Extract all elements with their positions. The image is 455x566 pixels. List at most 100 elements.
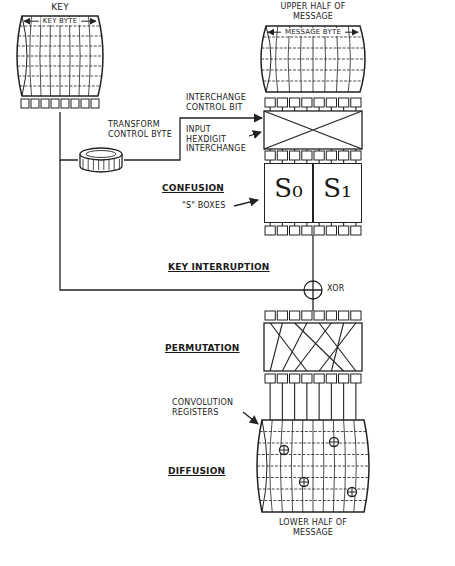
stage-heading: DIFFUSION (168, 466, 225, 477)
byte-slot (314, 151, 324, 160)
byte-slot (302, 98, 312, 107)
register-heading: KEY (51, 2, 69, 13)
register-drum (257, 420, 369, 512)
key-register: KEY KEY BYTE (12, 2, 108, 112)
data-line (312, 235, 313, 281)
data-line (306, 383, 307, 420)
byte-slot (31, 99, 39, 108)
annotation: XOR (327, 284, 344, 294)
byte-slot (326, 311, 336, 320)
permutation-wire (319, 323, 356, 371)
stage-heading: CONFUSION (162, 183, 224, 194)
byte-slot (302, 311, 312, 320)
xor-symbol (304, 281, 322, 299)
byte-slot (51, 99, 59, 108)
register-drum (261, 26, 365, 92)
byte-label: MESSAGE BYTE (283, 28, 343, 36)
byte-slot (351, 311, 361, 320)
byte-slot (290, 226, 300, 235)
byte-slot (351, 98, 361, 107)
byte-slot (302, 374, 312, 383)
byte-slot (314, 311, 324, 320)
byte-slot (339, 311, 349, 320)
byte-slot (277, 98, 287, 107)
data-line (282, 383, 283, 420)
s-box: S₀ (264, 163, 313, 223)
leader-line (234, 200, 258, 206)
register-heading: LOWER HALF OF MESSAGE (278, 518, 348, 537)
byte-slot (302, 226, 312, 235)
data-line (343, 383, 344, 420)
byte-slot (351, 226, 361, 235)
byte-slot (277, 374, 287, 383)
byte-slot (265, 98, 275, 107)
permutation-wire (295, 323, 332, 371)
stage-heading: KEY INTERRUPTION (168, 262, 270, 273)
byte-slot (326, 151, 336, 160)
byte-slot (326, 98, 336, 107)
byte-slot (91, 99, 99, 108)
leader-line (243, 412, 258, 424)
transform-control-ring: TRANSFORM CONTROL BYTE (78, 120, 178, 174)
annotation: CONVOLUTION REGISTERS (172, 398, 240, 417)
byte-slot (314, 374, 324, 383)
byte-slot (290, 151, 300, 160)
byte-slot (265, 151, 275, 160)
byte-slot (61, 99, 69, 108)
convolution-symbol (280, 438, 357, 497)
stage-heading: PERMUTATION (165, 343, 240, 354)
permutation-wire (270, 323, 282, 371)
permutation-wire (282, 323, 307, 371)
byte-slot (71, 99, 79, 108)
byte-slot (21, 99, 29, 108)
connector (60, 112, 78, 160)
byte-slot (339, 98, 349, 107)
message-register: UPPER HALF OF MESSAGE MESSAGE BYTE (250, 2, 376, 96)
xor-symbol (304, 281, 322, 299)
annotation: INTERCHANGE CONTROL BIT (186, 93, 258, 112)
byte-slot (265, 374, 275, 383)
byte-slot (290, 98, 300, 107)
sbox-symbol: S₀ (274, 175, 303, 201)
byte-slot (326, 226, 336, 235)
byte-slot (351, 374, 361, 383)
data-line (270, 383, 271, 420)
data-line (319, 383, 320, 420)
register-heading: UPPER HALF OF MESSAGE (278, 2, 348, 21)
byte-slot (265, 311, 275, 320)
byte-slot (314, 98, 324, 107)
ring-label: TRANSFORM CONTROL BYTE (108, 120, 176, 139)
data-line (294, 383, 295, 420)
data-line (355, 383, 356, 420)
annotation: "S" BOXES (182, 201, 226, 211)
byte-slot (41, 99, 49, 108)
byte-slot (277, 311, 287, 320)
byte-slot (326, 374, 336, 383)
byte-slot (265, 226, 275, 235)
byte-slot (81, 99, 89, 108)
byte-slot (351, 151, 361, 160)
annotation: INPUT HEXDIGIT INTERCHANGE (186, 125, 248, 154)
register-drum (17, 16, 103, 96)
byte-slot (302, 151, 312, 160)
sbox-symbol: S₁ (323, 175, 352, 201)
permutation-box (264, 323, 362, 371)
s-box: S₁ (313, 163, 362, 223)
byte-slot (339, 151, 349, 160)
leader-line (249, 132, 261, 136)
byte-slot (339, 374, 349, 383)
byte-slot (339, 226, 349, 235)
byte-slot (277, 226, 287, 235)
permutation-wire (295, 323, 344, 371)
byte-label: KEY BYTE (41, 17, 80, 25)
data-line (331, 383, 332, 420)
message-register: LOWER HALF OF MESSAGE (250, 420, 376, 544)
byte-slot (290, 311, 300, 320)
control-ring (80, 148, 122, 172)
interchange-box (264, 111, 362, 149)
data-line (312, 299, 313, 311)
byte-slot (290, 374, 300, 383)
byte-slot (277, 151, 287, 160)
permutation-wire (319, 323, 356, 371)
interchange-cross (264, 111, 362, 149)
